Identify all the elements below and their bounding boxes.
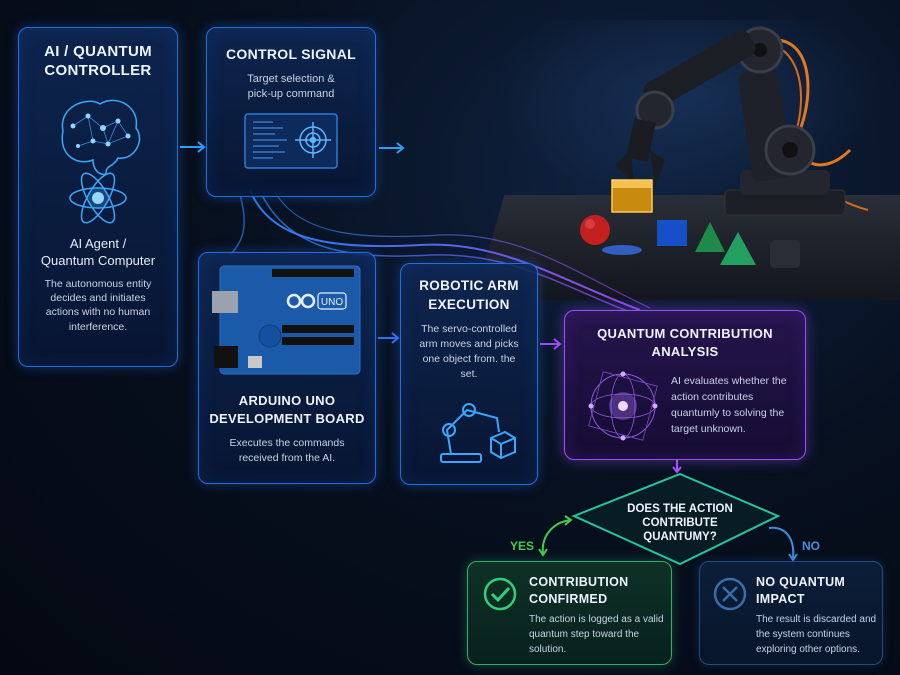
brain-network-icon [61, 99, 141, 224]
decision-text: DOES THE ACTION CONTRIBUTE QUANTUMY? [627, 503, 733, 543]
no-quantum-impact-card: NO QUANTUM IMPACT The result is discarde… [699, 561, 883, 665]
arduino-title: ARDUINO UNO DEVELOPMENT BOARD [209, 393, 365, 426]
arrow-right-icon [379, 142, 405, 154]
control-signal-description: Target selection & pick-up command [247, 73, 335, 100]
robotic-arm-title: ROBOTIC ARM EXECUTION [419, 278, 519, 312]
no-label: NO [802, 539, 820, 553]
decision-diamond [571, 472, 781, 566]
arduino-card: UNO ARDUINO UNO DEVELOPMENT BOARD Execut… [198, 252, 376, 484]
svg-text:UNO: UNO [321, 297, 343, 308]
controller-subtitle: AI Agent / Quantum Computer [40, 236, 156, 268]
arduino-board-image: UNO [212, 265, 361, 375]
arrow-right-icon [540, 338, 562, 350]
quantum-analysis-description: AI evaluates whether the action contribu… [671, 375, 787, 435]
robot-arm-illustration [580, 26, 869, 268]
quantum-analysis-card: QUANTUM CONTRIBUTION ANALYSIS AI evaluat… [564, 310, 806, 460]
no-branch-arrow-icon [768, 526, 798, 562]
controller-card: AI / QUANTUM CONTROLLER AI Agent / Quant… [18, 27, 178, 367]
controller-description: The autonomous entity decides and initia… [44, 278, 152, 333]
monitor-target-icon [244, 113, 338, 169]
no-quantum-impact-description: The result is discarded and the system c… [756, 614, 877, 655]
x-circle-icon [713, 577, 747, 611]
contribution-confirmed-description: The action is logged as a valid quantum … [529, 614, 664, 655]
robotic-arm-card: ROBOTIC ARM EXECUTION The servo-controll… [400, 263, 538, 485]
contribution-confirmed-card: CONTRIBUTION CONFIRMED The action is log… [467, 561, 672, 665]
yes-branch-arrow-icon [538, 515, 573, 557]
no-quantum-impact-title: NO QUANTUM IMPACT [756, 575, 846, 606]
arrow-right-icon [378, 332, 400, 344]
arrow-right-icon [180, 141, 206, 153]
atom-icon [69, 172, 127, 224]
robotic-arm-description: The servo-controlled arm moves and picks… [419, 323, 519, 380]
control-signal-card: CONTROL SIGNAL Target selection & pick-u… [206, 27, 376, 197]
controller-title: AI / QUANTUM CONTROLLER [44, 43, 152, 79]
yes-label: YES [510, 539, 535, 553]
control-signal-title: CONTROL SIGNAL [226, 46, 356, 62]
quantum-analysis-title: QUANTUM CONTRIBUTION ANALYSIS [597, 326, 773, 359]
contribution-confirmed-title: CONTRIBUTION CONFIRMED [529, 575, 629, 606]
check-circle-icon [483, 577, 517, 611]
robot-arm-icon [440, 403, 516, 463]
robot-arm-scene [470, 0, 900, 300]
arrow-down-icon [672, 459, 682, 474]
quantum-sphere-icon [588, 371, 658, 441]
arduino-description: Executes the commands received from the … [229, 437, 345, 464]
